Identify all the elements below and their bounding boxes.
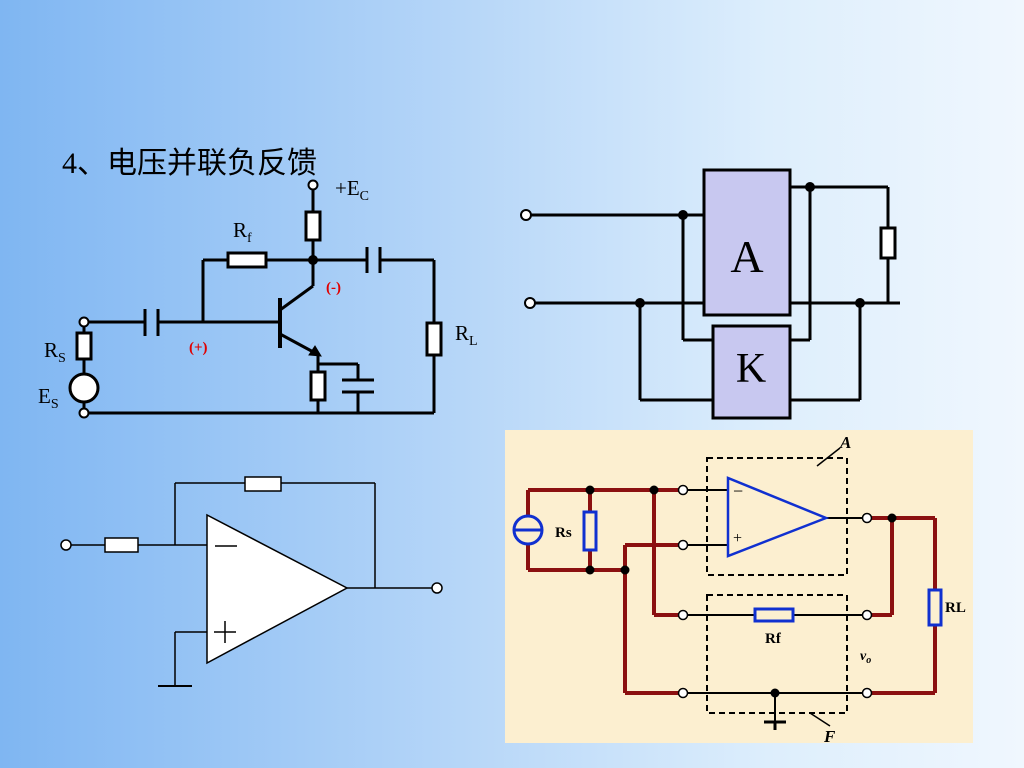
colored-circuit [505, 430, 973, 743]
emitter-resistor [309, 370, 327, 402]
amplifier-block-a [702, 168, 792, 317]
colored-rs-resistor [582, 510, 598, 552]
input-terminal-top [78, 316, 90, 328]
colored-rl-resistor [927, 588, 943, 627]
colored-feedback-label: F [823, 727, 836, 746]
voltage-source-es [68, 372, 100, 404]
colored-rf-resistor [753, 607, 795, 623]
colored-rf-label: Rf [765, 631, 782, 647]
amplifier-label-a: A [730, 231, 763, 282]
colored-vo-label: vo [860, 649, 871, 666]
rs-label: RS [44, 338, 66, 366]
collector-resistor [304, 210, 322, 242]
block-diagram [520, 168, 900, 420]
colored-amplifier-label: A [839, 433, 851, 452]
collector-polarity-label: (-) [326, 280, 341, 296]
colored-minus-sign: − [733, 481, 743, 501]
slide-title: 4、电压并联负反馈 [62, 147, 317, 180]
source-resistor-rs [75, 331, 93, 361]
rl-label: RL [455, 321, 478, 349]
opamp-triangle [206, 513, 349, 665]
colored-plus-sign: + [733, 530, 742, 547]
opamp-feedback-resistor [244, 476, 282, 492]
colored-rl-label: RL [945, 600, 966, 616]
block-input-terminal-bottom [524, 297, 536, 309]
feedback-label-k: K [736, 346, 766, 392]
rf-label: Rf [233, 218, 252, 246]
opamp-input-terminal [60, 539, 72, 551]
block-load-resistor [879, 226, 897, 260]
block-input-terminal-top [520, 209, 532, 221]
opamp-output-terminal [431, 582, 443, 594]
vcc-label: +EC [335, 176, 369, 204]
es-label: ES [38, 384, 59, 412]
colored-opamp-triangle [726, 476, 830, 558]
feedback-block-k [711, 324, 792, 420]
emitter-arrow [308, 345, 322, 357]
vcc-terminal [307, 179, 319, 191]
amplifier-dashed-box [706, 457, 848, 576]
base-polarity-label: (+) [189, 340, 208, 356]
load-resistor-rl [425, 321, 443, 357]
opamp-circuit [60, 476, 443, 687]
opamp-input-resistor [104, 537, 139, 553]
feedback-dashed-box [706, 594, 848, 714]
input-terminal-bottom [78, 407, 90, 419]
collector-node [308, 255, 318, 265]
feedback-resistor-rf [226, 251, 268, 269]
transistor-circuit [68, 179, 443, 419]
colored-circuit-background [505, 430, 973, 743]
colored-rs-label: Rs [555, 525, 572, 541]
